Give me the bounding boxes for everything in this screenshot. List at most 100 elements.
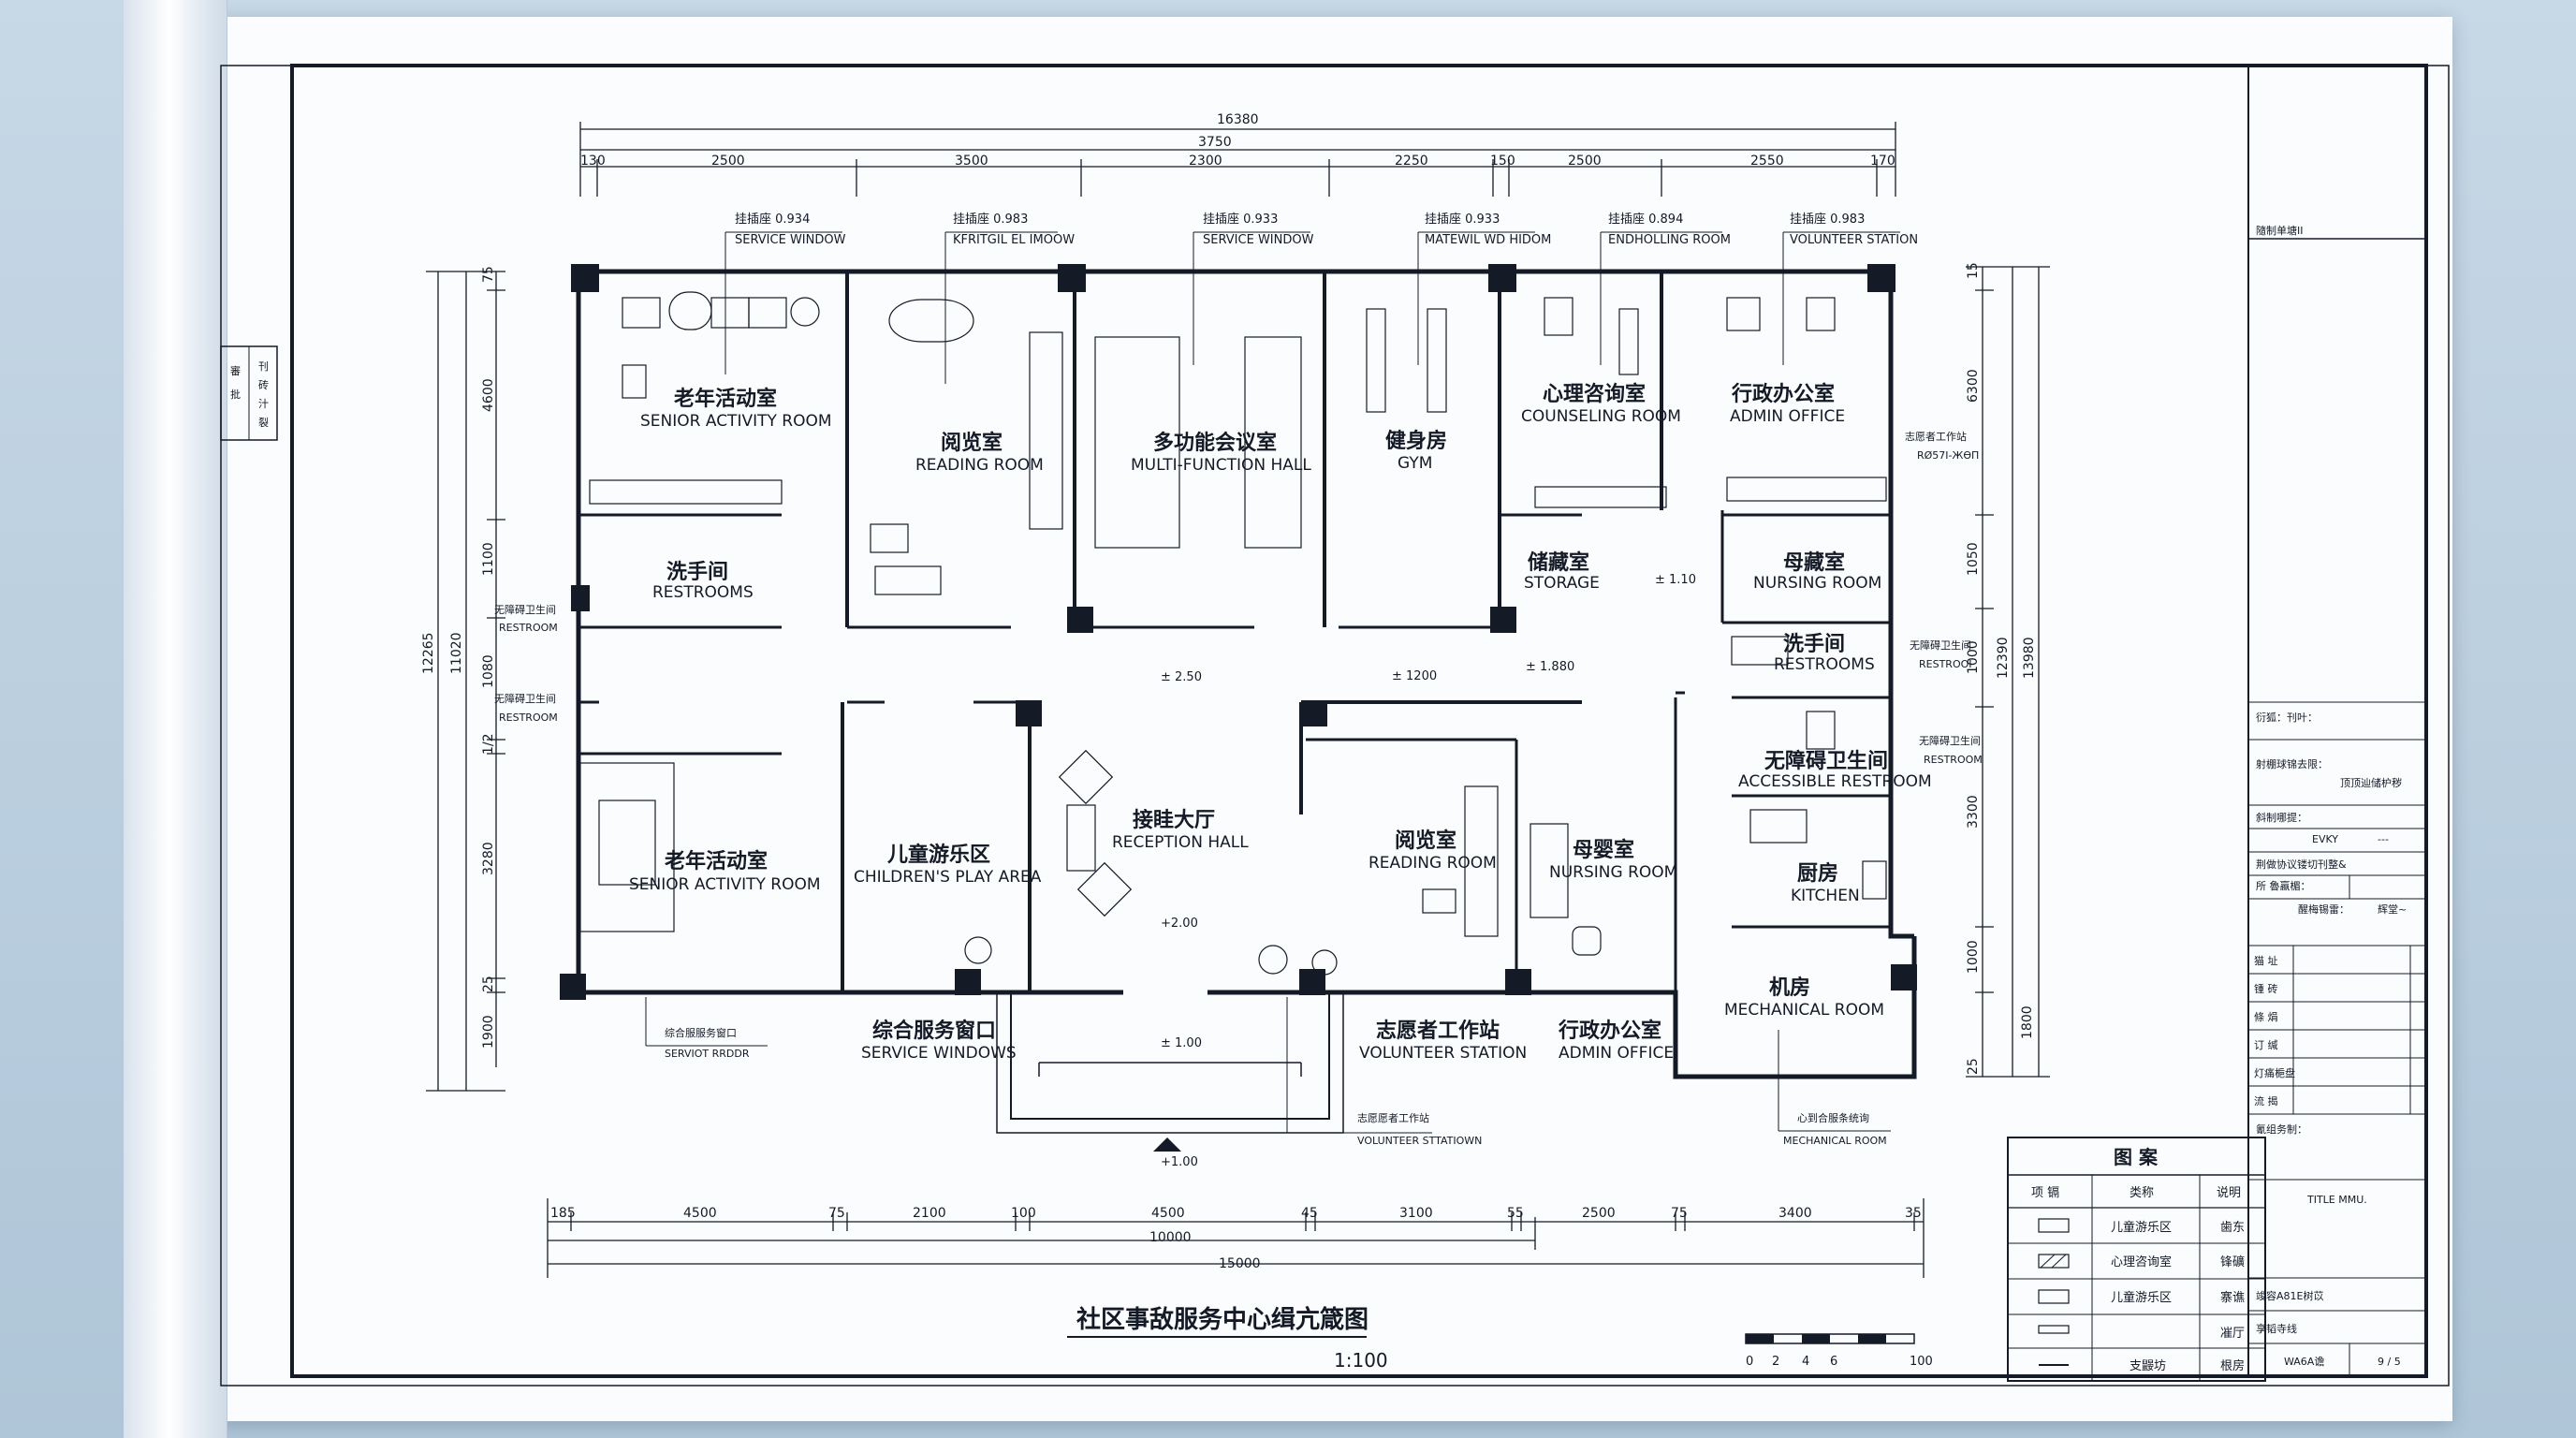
dim-top-seg-1: 130 <box>580 154 606 169</box>
dim-right-seg-6: 1000 <box>1966 940 1981 974</box>
dim-bottom-seg-2: 4500 <box>683 1206 717 1221</box>
dim-right-seg-8: 25 <box>1966 1058 1981 1075</box>
legend-row-4-desc: 凗厅 <box>2220 1327 2245 1341</box>
room-reading1-en: READING ROOM <box>915 456 1044 475</box>
room-mech-cn: 机房 <box>1769 976 1810 1000</box>
side-strip: 審 批 刊 砖 汁 裂 <box>220 345 278 441</box>
room-counsel-cn: 心理咨询室 <box>1543 382 1646 406</box>
dim-bottom-seg-1: 185 <box>550 1206 576 1221</box>
dim-left-seg-8: 1900 <box>481 1015 496 1049</box>
callout-bottom-1-cn: 综合服服务窗口 <box>665 1026 737 1039</box>
dim-bottom-seg-8: 3100 <box>1399 1206 1433 1221</box>
legend-swatch-1 <box>2038 1218 2070 1233</box>
room-nursing1-en: NURSING ROOM <box>1753 574 1881 593</box>
structural-columns <box>560 264 1917 1000</box>
dim-left-seg-6: 3280 <box>481 842 496 875</box>
legend-title: 图 案 <box>2114 1146 2159 1168</box>
tb-grid-3: 條 焆 <box>2254 1010 2278 1023</box>
legend-row-2-name: 心理咨询室 <box>2111 1255 2172 1269</box>
room-multi-en: MULTI-FUNCTION HALL <box>1131 456 1311 475</box>
callout-top-6-cn: 挂插座 0.983 <box>1790 213 1865 227</box>
top-dimension-lines <box>579 122 1896 197</box>
dim-bottom-seg-13: 35 <box>1905 1206 1922 1221</box>
callout-top-1-cn: 挂插座 0.934 <box>735 213 810 227</box>
callout-top-6-en: VOLUNTEER STATION <box>1790 233 1918 247</box>
room-reading1-cn: 阅览室 <box>941 431 1003 455</box>
tb-grid-1: 猫 址 <box>2254 954 2278 967</box>
room-children-cn: 儿童游乐区 <box>886 843 990 867</box>
accessible-left2-en: RESTROOM <box>499 712 558 724</box>
callout-top-3-en: SERVICE WINDOW <box>1203 233 1314 247</box>
dim-right-seg-1: 15 <box>1966 262 1981 279</box>
side-strip-char-5: 汁 <box>258 398 269 410</box>
room-service-cn: 综合服务窗口 <box>872 1019 996 1043</box>
drawing-scale: 1:100 <box>1334 1349 1388 1372</box>
title-block: 隨制单塘II 衍狐：刊叶： 射棚球锦去限： 顶顶辿储枦秽 斜制哪提： EVKY … <box>2247 65 2427 1377</box>
room-admin1-en: ADMIN OFFICE <box>1730 407 1845 426</box>
callout-bottom-1-en: SERVIOT RRDDR <box>665 1048 750 1060</box>
scale-tick-4: 4 <box>1802 1355 1809 1369</box>
callout-bottom-2-cn: 志愿愿者工作站 <box>1357 1111 1429 1124</box>
room-nursing1-cn: 母藏室 <box>1783 550 1845 575</box>
dim-top-seg-5: 2250 <box>1395 154 1428 169</box>
legend-swatch-2 <box>2038 1254 2070 1269</box>
level-1: ± 2.50 <box>1161 670 1202 684</box>
room-gym-cn: 健身房 <box>1385 429 1447 453</box>
accessible-right2-cn: 无障碍卫生间 <box>1919 734 1981 747</box>
accessible-left2-cn: 无障碍卫生间 <box>494 692 556 705</box>
room-volunteer-cn: 志愿者工作站 <box>1376 1020 1500 1043</box>
paper-roll-curl <box>124 0 227 1438</box>
room-nursing2-cn: 母婴室 <box>1573 838 1634 862</box>
room-admin2-cn: 行政办公室 <box>1558 1019 1661 1043</box>
side-labels: 无障碍卫生间 RESTROOM 无障碍卫生间 RESTROOM 无障碍卫生间 R… <box>494 430 1983 766</box>
dim-top-secondary: 3750 <box>1198 135 1232 150</box>
callout-top-3-cn: 挂插座 0.933 <box>1203 213 1278 227</box>
tb-r12: 享韬寺线 <box>2256 1322 2297 1335</box>
drawing-title: 社区事敌服务中心缉亢箴图 <box>1076 1305 1368 1334</box>
room-counsel-en: COUNSELING ROOM <box>1521 407 1681 426</box>
dim-bottom-seg-9: 55 <box>1507 1206 1524 1221</box>
walls <box>576 269 1917 1134</box>
callout-top-5-en: ENDHOLLING ROOM <box>1608 233 1731 247</box>
side-strip-char-1: 審 <box>230 364 241 377</box>
legend-header-1: 项 镉 <box>2031 1185 2059 1200</box>
room-service-en: SERVICE WINDOWS <box>861 1044 1017 1063</box>
vol-side-cn: 志愿者工作站 <box>1905 430 1967 443</box>
room-senior1-en: SENIOR ACTIVITY ROOM <box>640 412 832 431</box>
room-senior2-cn: 老年活动室 <box>664 849 768 873</box>
dim-bottom-sub: 10000 <box>1149 1230 1192 1245</box>
level-5: +2.00 <box>1161 917 1198 931</box>
room-children-en: CHILDREN'S PLAY AREA <box>854 868 1042 887</box>
side-strip-char-4: 砖 <box>258 378 269 391</box>
tb-r4: 斜制哪提： <box>2256 812 2307 824</box>
legend-header-2: 类称 <box>2130 1186 2154 1200</box>
dim-bottom-overall: 15000 <box>1219 1256 1261 1271</box>
top-callouts: 挂插座 0.934 SERVICE WINDOW 挂插座 0.983 KFRIT… <box>724 213 1918 384</box>
room-rest1-en: RESTROOMS <box>652 583 754 602</box>
tb-grid-5: 灯痛梔盘 <box>2254 1066 2295 1079</box>
tb-r8a: 醒梅锡雷： <box>2298 902 2349 916</box>
side-strip-char-6: 裂 <box>258 417 269 429</box>
scale-bar: 0 2 4 6 100 <box>1745 1333 1933 1369</box>
room-reading2-en: READING ROOM <box>1368 854 1497 873</box>
level-2: ± 1200 <box>1392 669 1437 683</box>
legend-header-3: 说明 <box>2217 1186 2241 1200</box>
tb-r8b: 辉堂~ <box>2378 903 2407 916</box>
accessible-right1-cn: 无障碍卫生间 <box>1910 638 1971 652</box>
legend-row-1-desc: 歯东 <box>2220 1221 2245 1235</box>
room-mech-en: MECHANICAL ROOM <box>1724 1001 1884 1020</box>
dim-right-inner: 12390 <box>1996 637 2011 679</box>
level-7: +1.00 <box>1161 1155 1198 1169</box>
legend-row-5-name: 支鼹坊 <box>2130 1359 2166 1373</box>
level-6: ± 1.00 <box>1161 1036 1202 1050</box>
dim-left-seg-7: 25 <box>481 976 496 992</box>
room-rest2-en: RESTROOMS <box>1774 655 1875 674</box>
accessible-right1-en: RESTROOI <box>1919 658 1972 670</box>
level-3: ± 1.880 <box>1526 660 1574 674</box>
accessible-left1-cn: 无障碍卫生间 <box>494 603 556 616</box>
vol-side-en: RØ57I-ЖӨП <box>1917 449 1979 462</box>
tb-r7: 所 魯蠃楣： <box>2256 879 2311 892</box>
dim-left-inner: 11020 <box>449 632 464 674</box>
tb-r5: EVKY <box>2312 833 2338 845</box>
